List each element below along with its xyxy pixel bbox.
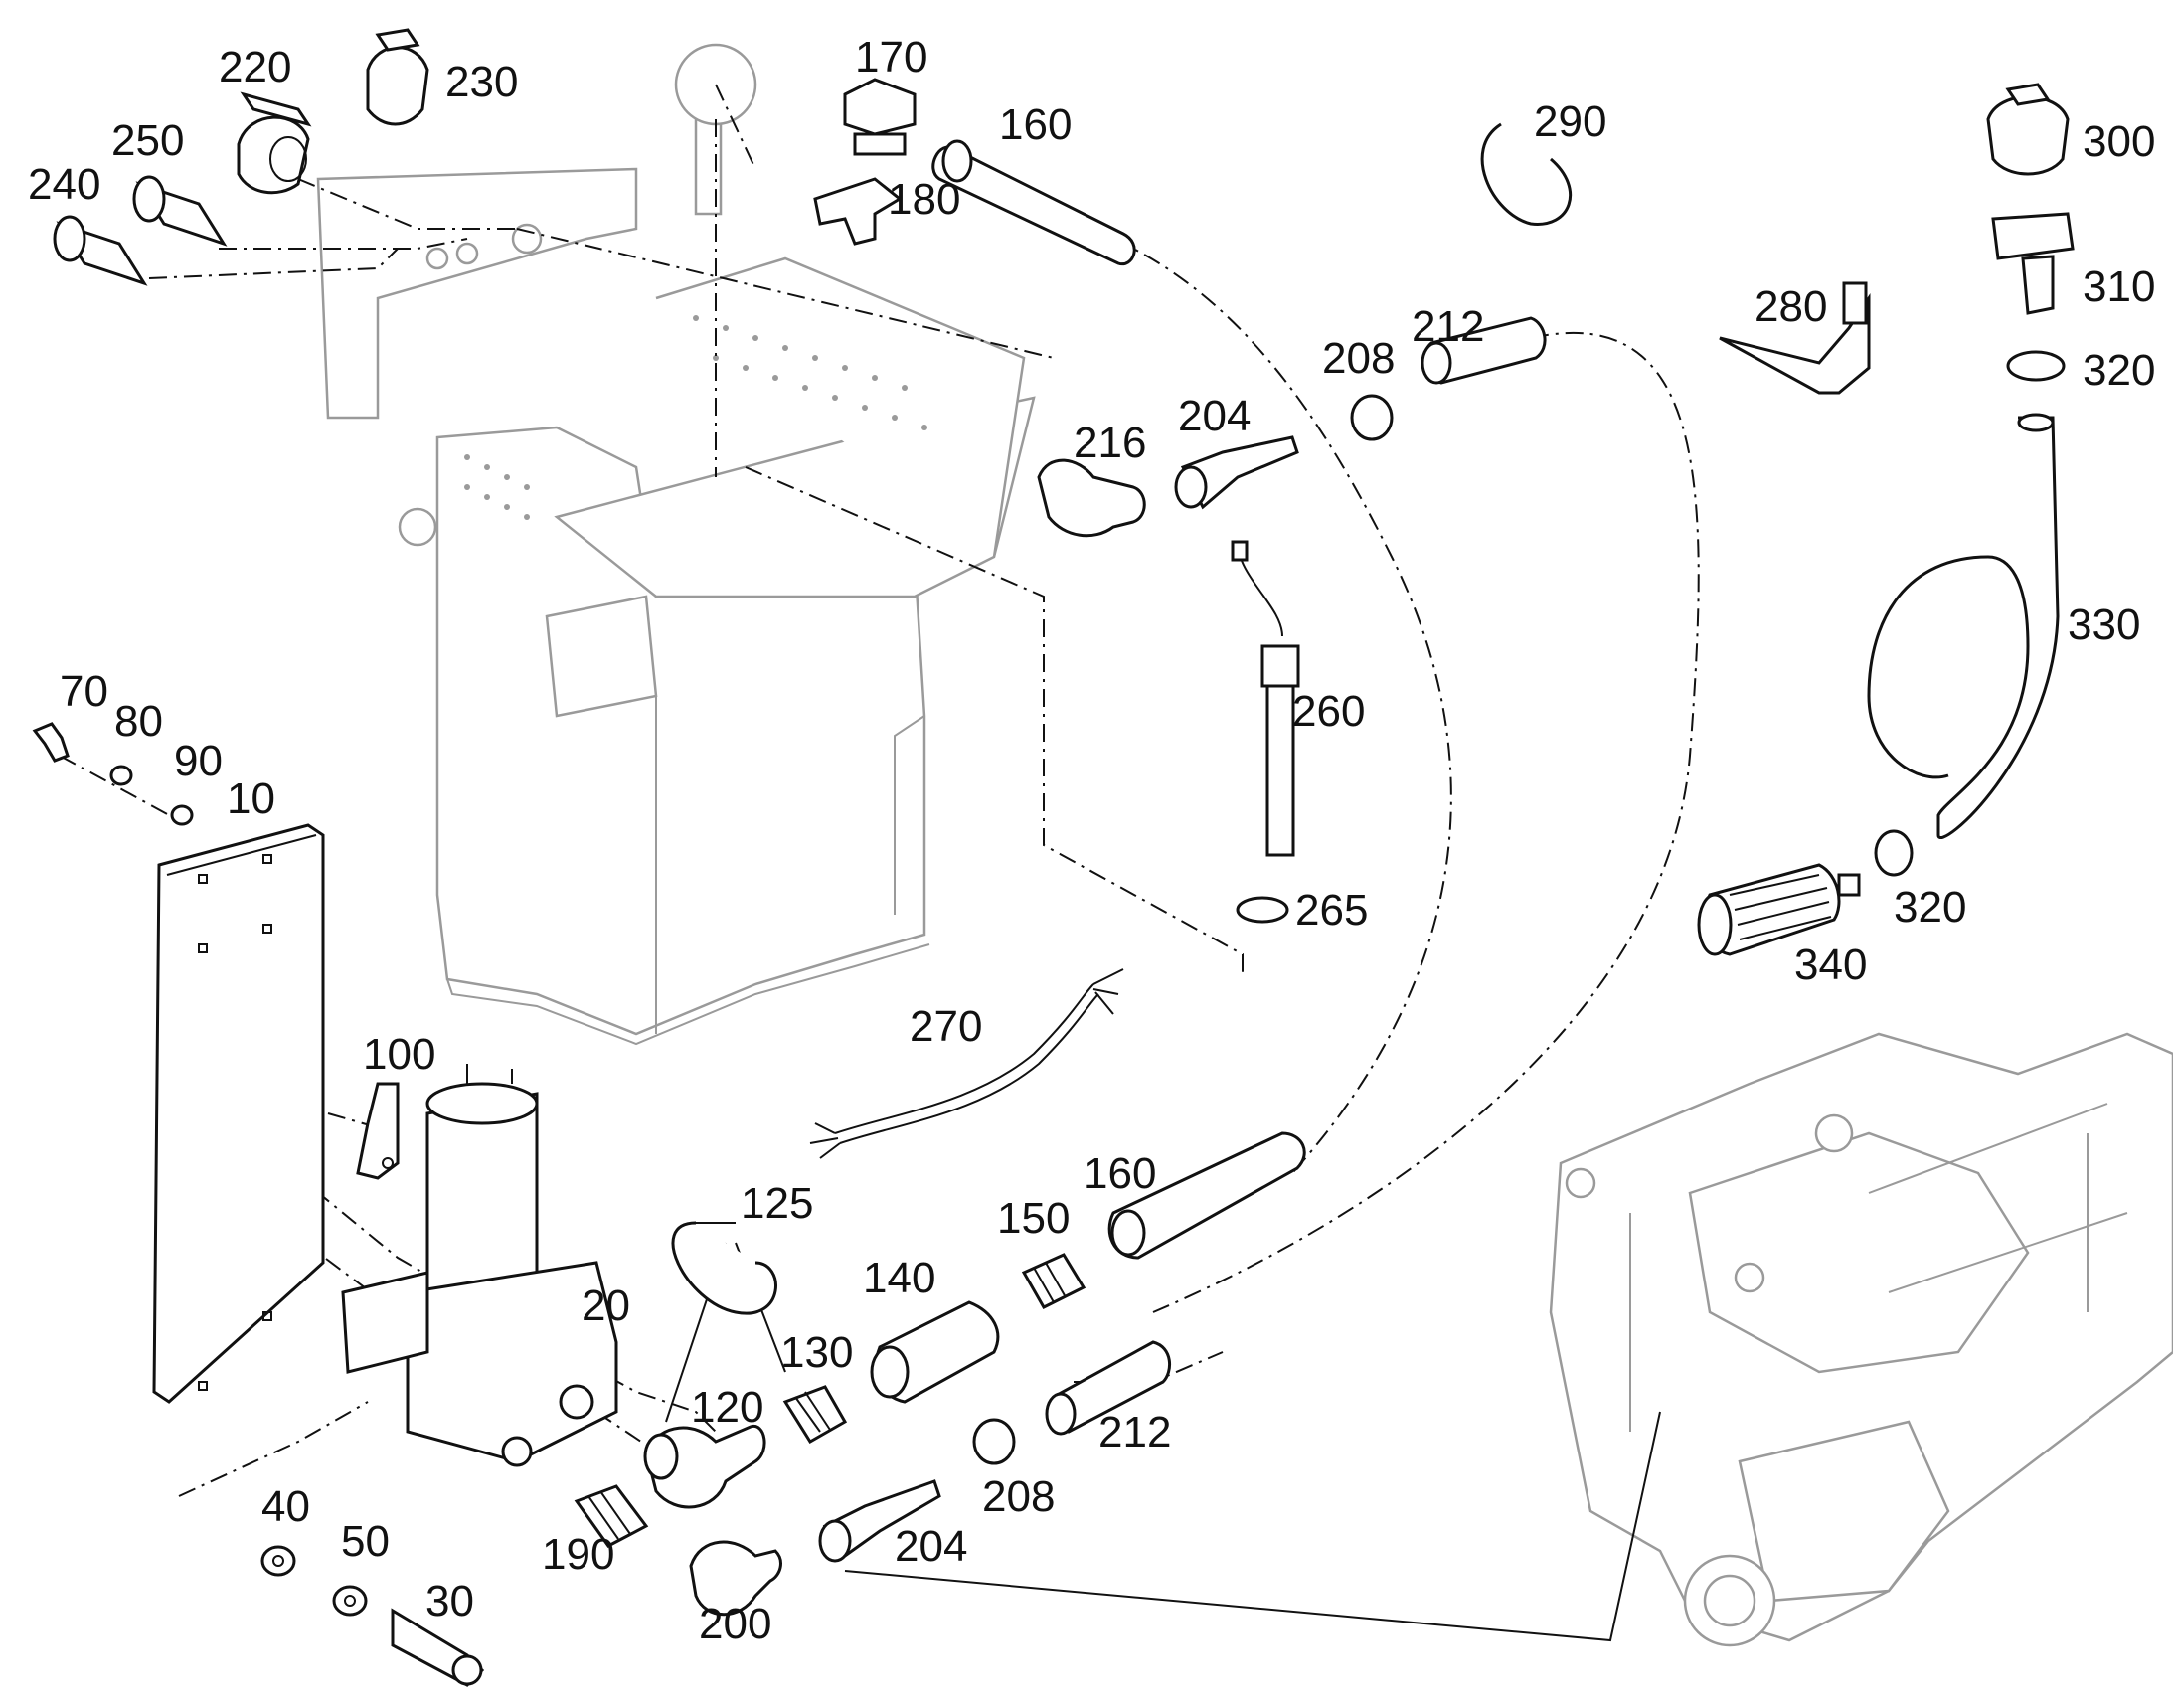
clamp-ring [671,1221,777,1315]
callout-300: 300 [2083,117,2155,166]
callout-220: 220 [219,43,291,91]
callout-140: 140 [863,1254,935,1302]
sensor-260 [1231,540,1300,857]
callout-340: 340 [1794,940,1867,989]
hose-212 [1045,316,1547,1436]
callout-40: 40 [261,1482,310,1531]
plug-240 [53,215,148,286]
callout-labels: 10 20 30 40 50 70 80 90 100 120 125 130 … [28,33,2155,1648]
bolt [391,1608,485,1687]
callout-265: 265 [1295,886,1368,935]
cap-230 [366,28,429,126]
callout-320-upper: 320 [2083,346,2155,395]
callout-290: 290 [1534,97,1606,146]
callout-130: 130 [780,1328,853,1377]
callout-208-lower: 208 [982,1472,1055,1521]
callout-230: 230 [445,58,518,106]
elbow-fitting [643,1425,766,1509]
bracket [356,1082,400,1180]
elbow-216 [1037,458,1146,538]
inline-filter [870,1300,1000,1404]
o-ring-265 [1236,896,1289,924]
fitting-190 [574,1484,649,1548]
callout-216: 216 [1074,419,1146,467]
callout-125: 125 [741,1179,813,1228]
callout-204-lower: 204 [895,1522,967,1571]
callout-208-upper: 208 [1322,334,1395,383]
callout-270: 270 [910,1002,982,1051]
fitting-204-lower [818,1479,941,1563]
callout-260: 260 [1292,687,1365,736]
fuel-tank [316,43,1036,1046]
callout-330: 330 [2068,600,2140,649]
washer [260,1545,368,1617]
callout-212-lower: 212 [1098,1408,1171,1456]
callout-160-lower: 160 [1084,1149,1156,1198]
callout-50: 50 [341,1517,390,1566]
plug-250 [132,175,228,247]
callout-280: 280 [1755,282,1827,331]
callout-20: 20 [582,1281,630,1330]
callout-190: 190 [542,1530,614,1579]
hose-upper-160 [931,139,1136,266]
ring-clamp-290 [1480,122,1573,226]
fitting-204-upper [1174,435,1299,510]
fitting-310 [1991,212,2075,315]
fitting-150 [1021,1253,1086,1309]
callout-200: 200 [699,1600,771,1648]
callout-80: 80 [114,697,163,746]
tee-180 [813,177,903,246]
hose-clamp-208 [972,394,1394,1465]
callout-180: 180 [888,175,960,224]
hose-clamp-320 [1874,350,2066,877]
fuel-pump [341,1064,618,1467]
coiled-hose-330 [1867,413,2060,839]
callout-120: 120 [691,1383,763,1432]
callout-10: 10 [227,774,275,823]
cap-clamp-220 [237,91,312,195]
mounting-plate [152,823,325,1404]
cap-300 [1986,83,2070,176]
callout-90: 90 [174,737,223,785]
fitting-130 [782,1385,848,1445]
callout-204-upper: 204 [1178,392,1251,440]
callout-240: 240 [28,160,100,209]
elbow-170 [843,78,917,156]
callout-150: 150 [997,1194,1070,1243]
callout-170: 170 [855,33,927,82]
callout-320-lower: 320 [1894,883,1966,932]
screw [32,722,194,826]
hose-lower-160 [1107,1131,1306,1260]
callout-30: 30 [425,1577,474,1625]
wire-harness-270 [809,968,1124,1159]
callout-100: 100 [363,1030,435,1079]
elbow-200 [689,1540,782,1617]
callout-310: 310 [2083,262,2155,311]
strainer-340 [1697,863,1861,956]
tank-perforations [464,315,927,520]
callout-212-upper: 212 [1412,302,1484,351]
strap-280 [1719,281,1871,395]
callout-250: 250 [111,116,184,165]
callout-160-upper: 160 [999,100,1072,149]
chassis-frame [1549,1032,2173,1647]
callout-70: 70 [60,667,108,716]
